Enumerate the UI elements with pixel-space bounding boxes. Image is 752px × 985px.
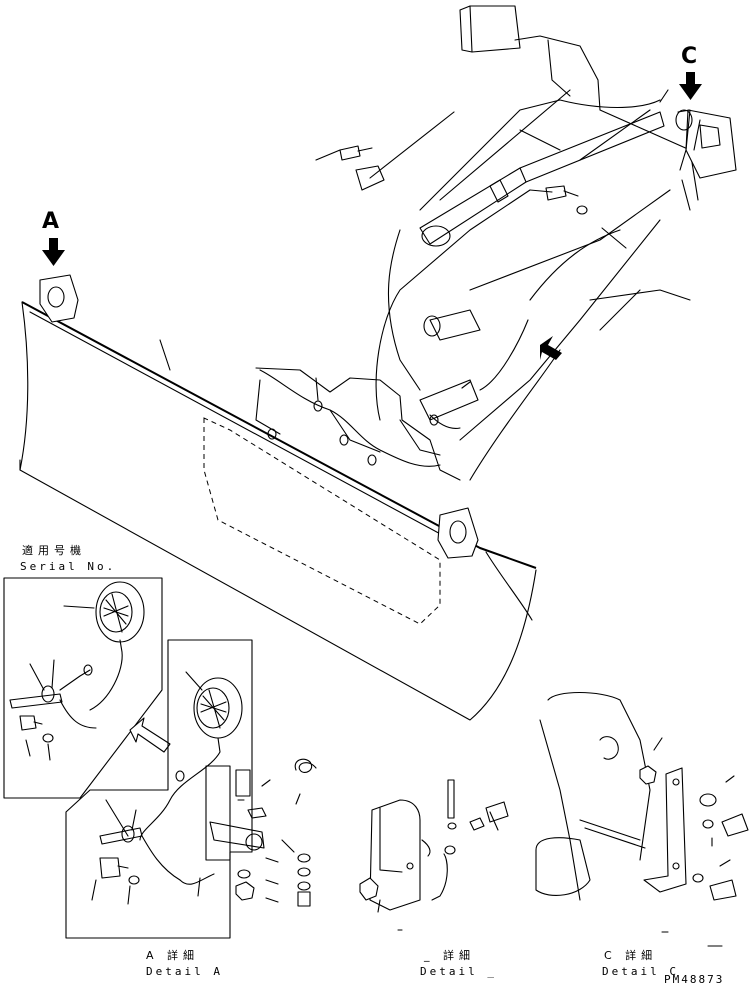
hidden-blade-rib bbox=[203, 417, 441, 625]
serial-inset-frame bbox=[3, 577, 171, 799]
serial-label-jp: 適用号機 bbox=[22, 544, 86, 557]
detail-b-title-en: Detail _ bbox=[420, 965, 497, 978]
detail-b-parts bbox=[359, 779, 509, 931]
detail-c-title-en: Detail C bbox=[602, 965, 679, 978]
view-arrow-b bbox=[540, 336, 562, 360]
view-arrow-c bbox=[679, 72, 702, 100]
push-arm-frame bbox=[315, 5, 737, 481]
view-label-a: A bbox=[42, 209, 60, 234]
wiring-harness bbox=[255, 319, 529, 481]
view-arrow-a bbox=[42, 238, 65, 266]
detail-c-title-jp: C 詳細 bbox=[604, 949, 658, 962]
detail-b-title-jp: _ 詳細 bbox=[424, 949, 475, 962]
detail-a-title-en: Detail A bbox=[146, 965, 223, 978]
dozer-blade bbox=[19, 274, 537, 721]
serial-label-en: Serial No. bbox=[20, 560, 117, 573]
main-fasteners bbox=[339, 145, 588, 215]
detail-a-frame bbox=[65, 639, 317, 939]
detail-a-title-jp: A 詳細 bbox=[146, 949, 200, 962]
drawing-number: PM48873 bbox=[664, 973, 725, 985]
detail-c-parts bbox=[535, 692, 749, 947]
view-label-c: C bbox=[681, 44, 698, 69]
